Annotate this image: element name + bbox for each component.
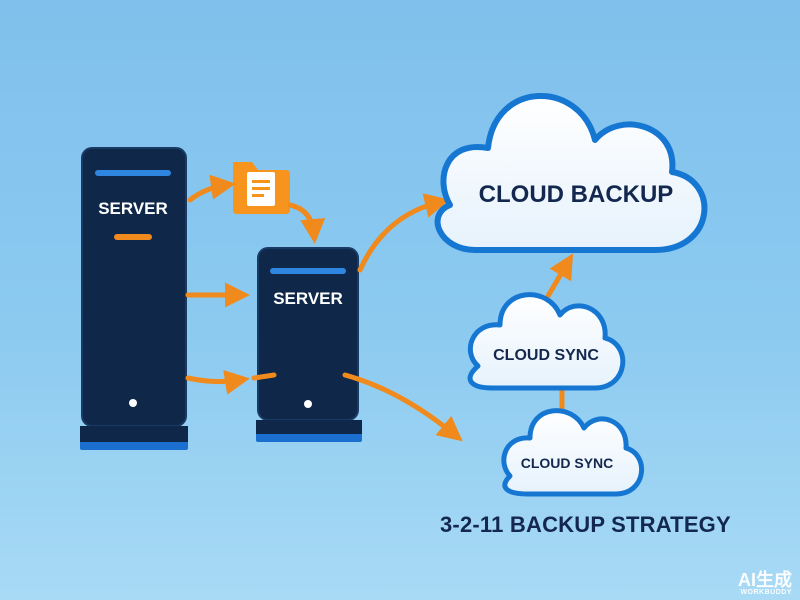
cloud-sync-upper-label: CLOUD SYNC [493,347,599,364]
arrow-server-to-lower-sync [342,372,463,442]
watermark-main: AI生成 [738,570,792,590]
arrow-server-to-server-lower [185,370,250,395]
flow-arrows [185,174,574,442]
arrow-sync-to-cloud [545,253,574,299]
server-primary-label: SERVER [98,199,168,218]
folder-document-icon [233,162,290,214]
cloud-sync-lower: CLOUD SYNC [501,408,644,497]
cloud-sync-upper: CLOUD SYNC [467,292,626,391]
watermark-sub: WORKBUDDY [740,589,792,596]
server-secondary: SERVER [256,247,362,442]
cloud-backup-label: CLOUD BACKUP [479,181,674,208]
watermark: AI生成 WORKBUDDY [738,571,792,596]
server-secondary-label: SERVER [273,289,343,308]
cloud-backup: CLOUD BACKUP [434,93,708,253]
arrow-gap-segment [251,372,277,381]
arrow-file-to-server [287,202,326,244]
arrow-server-to-cloud [357,193,450,273]
diagram-caption: 3-2-11 BACKUP STRATEGY [440,512,731,537]
server-primary: SERVER [80,147,188,450]
arrow-server-to-file [187,174,236,203]
cloud-sync-lower-label: CLOUD SYNC [521,455,614,471]
